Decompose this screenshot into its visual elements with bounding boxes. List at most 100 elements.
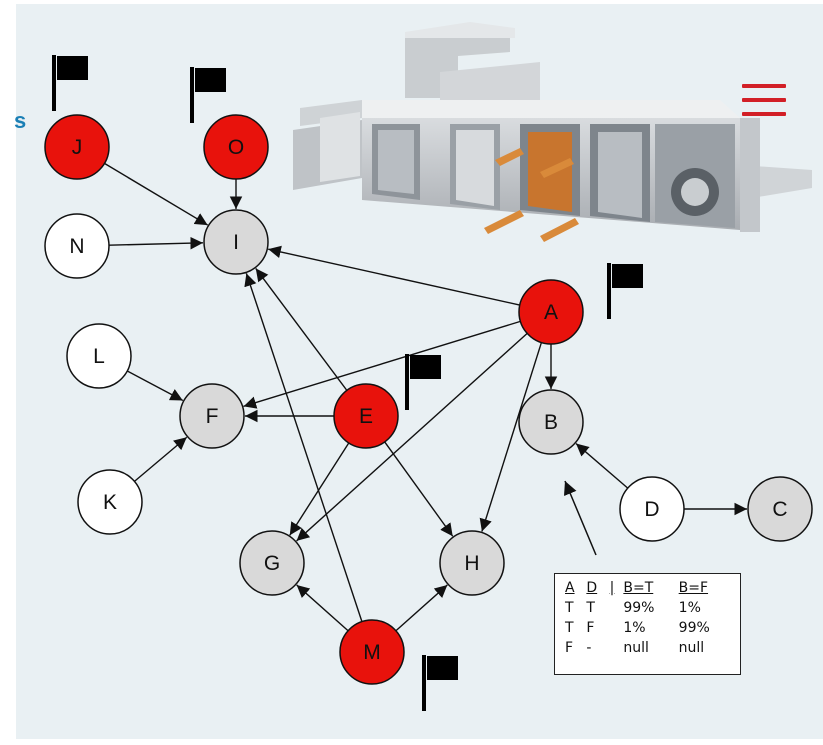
flag-icon <box>405 354 441 410</box>
node-label: N <box>69 235 84 258</box>
node-label: G <box>264 552 280 575</box>
edge-m-to-g <box>296 584 349 632</box>
node-a[interactable]: A <box>518 279 584 345</box>
conditional-probability-table: A D | B=T B=F T T 99% 1% T F 1% 99% <box>554 573 741 675</box>
menu-icon[interactable] <box>742 84 786 118</box>
node-circle <box>747 476 813 542</box>
node-circle <box>239 530 305 596</box>
node-d[interactable]: D <box>619 476 685 542</box>
node-circle <box>44 114 110 180</box>
flag-cloth <box>57 56 88 80</box>
node-circle <box>619 476 685 542</box>
edge-n-to-i <box>108 236 204 250</box>
flag-icon <box>190 67 226 123</box>
node-label: C <box>772 498 787 521</box>
cpt-row: T F 1% 99% <box>563 618 732 638</box>
cpt-cell: 1% <box>623 620 646 636</box>
cpt-cell: 99% <box>623 600 655 616</box>
node-label: D <box>644 498 659 521</box>
cpt-cell: T <box>565 600 574 616</box>
node-c[interactable]: C <box>747 476 813 542</box>
node-k[interactable]: K <box>77 469 143 535</box>
flag-cloth <box>427 656 458 680</box>
flag-icon <box>607 263 643 319</box>
edge-j-to-i <box>104 162 209 226</box>
cpt-row: T T 99% 1% <box>563 598 732 618</box>
node-circle <box>66 323 132 389</box>
cpt-cell: 1% <box>678 600 701 616</box>
edge-d-to-b <box>575 443 629 489</box>
cpt-cell <box>608 618 622 638</box>
edge-e-to-g <box>289 442 350 536</box>
cpt-cell: null <box>623 640 649 656</box>
air-handling-unit-image <box>293 22 812 242</box>
node-label: M <box>363 641 381 664</box>
cpt-header-cell: B=F <box>678 580 709 596</box>
flag-pole <box>422 655 426 711</box>
flag-cloth <box>410 355 441 379</box>
node-h[interactable]: H <box>439 530 505 596</box>
node-label: L <box>93 345 105 368</box>
node-circle <box>439 530 505 596</box>
edge-e-to-h <box>384 441 454 537</box>
edge-a-to-g <box>296 332 528 542</box>
node-label: J <box>72 136 83 159</box>
node-l[interactable]: L <box>66 323 132 389</box>
edge-a-to-i <box>268 245 520 306</box>
cpt-cell: null <box>678 640 705 656</box>
node-label: E <box>359 405 373 428</box>
cpt-cell: F <box>586 620 595 636</box>
flag-pole <box>52 55 56 111</box>
flag-pole <box>405 354 409 410</box>
node-circle <box>203 114 269 180</box>
edge-m-to-h <box>395 584 448 632</box>
edge-e-to-i <box>255 268 348 391</box>
cpt-cell <box>608 598 622 618</box>
edge-k-to-f <box>134 436 188 482</box>
banner-fragment-text: s <box>14 108 27 133</box>
node-g[interactable]: G <box>239 530 305 596</box>
node-label: I <box>233 231 239 254</box>
node-label: F <box>206 405 219 428</box>
node-label: H <box>464 552 479 575</box>
cpt-cell: T <box>586 600 595 616</box>
node-j[interactable]: J <box>44 114 110 180</box>
node-e[interactable]: E <box>333 383 399 449</box>
node-label: K <box>103 491 117 514</box>
node-label: O <box>228 136 244 159</box>
cpt-header-cell: D <box>586 580 598 596</box>
node-circle <box>44 213 110 279</box>
node-circle <box>518 279 584 345</box>
cpt-header-cell: B=T <box>623 580 654 596</box>
cpt-cell: 99% <box>678 620 710 636</box>
edge-m-to-i <box>244 273 363 622</box>
node-circle <box>77 469 143 535</box>
node-n[interactable]: N <box>44 213 110 279</box>
flag-pole <box>607 263 611 319</box>
node-circle <box>339 619 405 685</box>
node-circle <box>518 389 584 455</box>
cpt-cell: F <box>565 640 574 656</box>
edge-l-to-f <box>126 370 184 402</box>
cpt-row: F - null null <box>563 638 732 658</box>
cpt-cell: T <box>565 620 574 636</box>
cpt-cell: - <box>586 640 592 656</box>
cpt-pointer-arrow <box>563 480 597 556</box>
node-o[interactable]: O <box>203 114 269 180</box>
edge-a-to-f <box>243 320 521 409</box>
node-m[interactable]: M <box>339 619 405 685</box>
node-f[interactable]: F <box>179 383 245 449</box>
node-circle <box>333 383 399 449</box>
node-b[interactable]: B <box>518 389 584 455</box>
flag-pole <box>190 67 194 123</box>
node-label: B <box>544 411 558 434</box>
node-i[interactable]: I <box>203 209 269 275</box>
cpt-header-cell: | <box>609 580 615 596</box>
node-circle <box>203 209 269 275</box>
node-label: A <box>544 301 558 324</box>
cpt-cell <box>608 638 622 658</box>
cpt-header-cell: A <box>565 580 575 596</box>
flag-cloth <box>612 264 643 288</box>
flag-icon <box>52 55 88 111</box>
